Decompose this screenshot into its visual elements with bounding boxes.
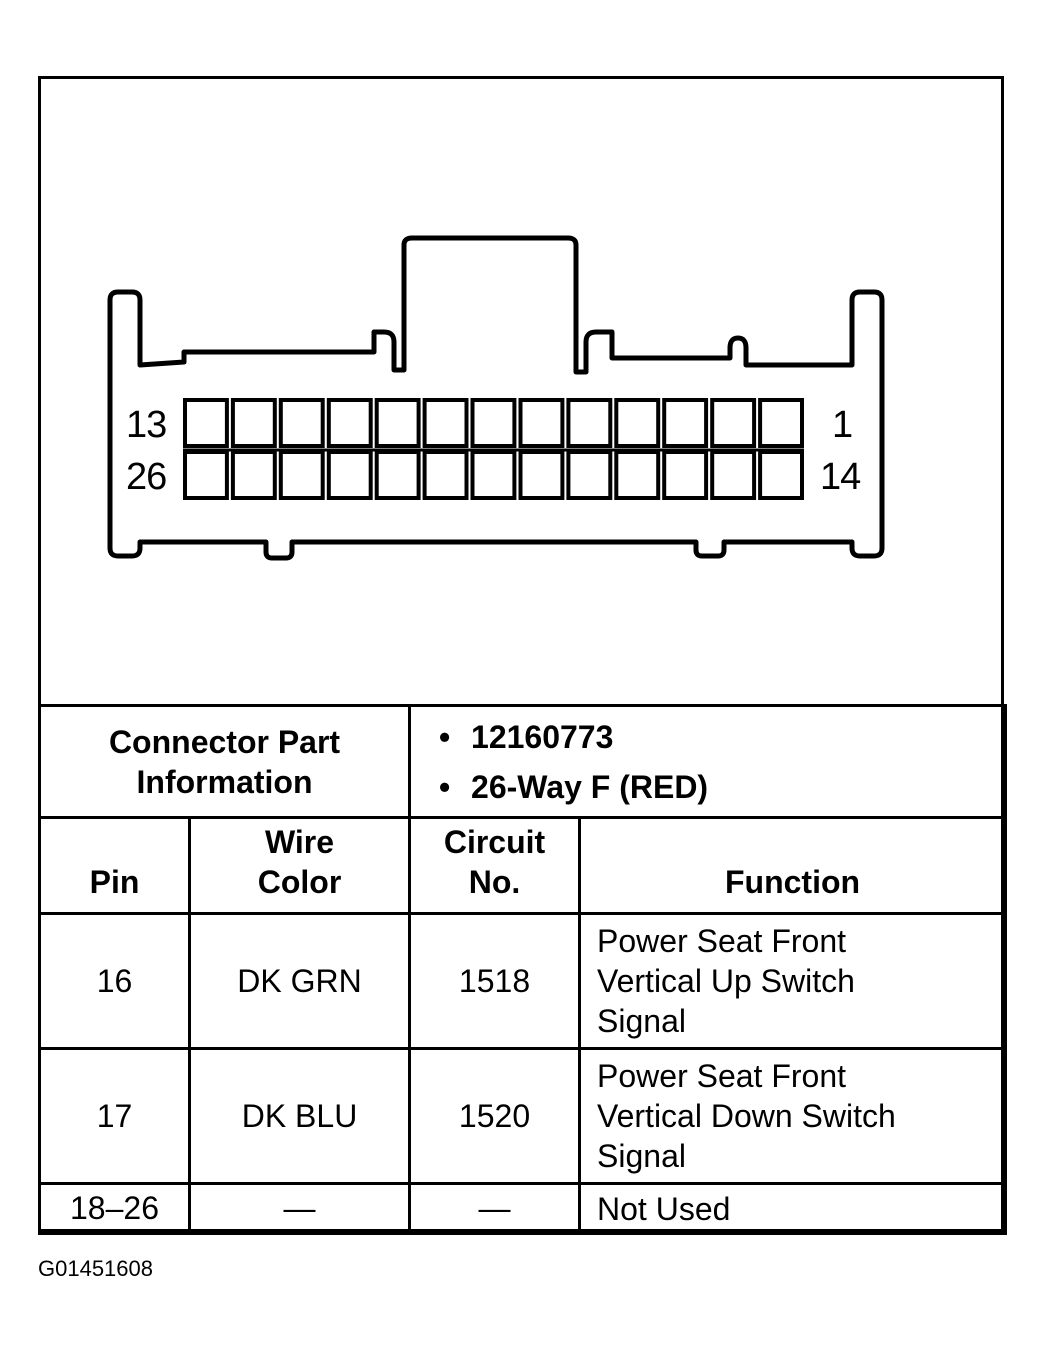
circuit-cell: 1518 [408,912,582,1050]
cavity-bottom-10 [614,450,661,500]
function-line: Power Seat Front [597,1058,847,1094]
wire-color-cell: DK BLU [187,1047,412,1185]
connector-housing-outline [107,235,885,561]
part-info-label: Connector Part Information [37,704,412,819]
part-number: • 12160773 [439,712,1004,762]
function-cell: Power Seat Front Vertical Up Switch Sign… [578,912,1008,1050]
pin-cell: 18–26 [38,1182,191,1235]
function-line: Vertical Down Switch [597,1098,896,1134]
figure-id: G01451608 [38,1256,153,1281]
pin-label-top-left: 13 [126,404,167,446]
circuit-cell: 1520 [408,1047,582,1185]
pin-cell: 16 [38,912,191,1050]
cavity-top-7 [470,398,517,448]
bullet-icon: • [439,718,451,755]
table-row: 17 DK BLU 1520 Power Seat Front Vertical… [38,1047,1008,1185]
wire-color-cell: — [187,1182,412,1235]
pin-label-bottom-right: 14 [820,456,861,498]
bullet-icon: • [439,768,451,805]
cavity-bottom-9 [566,450,613,500]
cavity-top-6 [422,398,469,448]
connector-type: • 26-Way F (RED) [439,762,1004,812]
cavity-bottom-2 [230,450,277,500]
function-line: Signal [597,1138,686,1174]
cavity-top-8 [518,398,565,448]
function-line: Vertical Up Switch [597,963,855,999]
cavity-bottom-8 [518,450,565,500]
pin-label-bottom-left: 26 [126,456,167,498]
cavity-bottom-7 [470,450,517,500]
cavity-top-1 [183,398,229,448]
cavity-top-4 [326,398,373,448]
cavity-bottom-3 [278,450,325,500]
cavity-bottom-4 [326,450,373,500]
cavity-bottom-12 [710,450,757,500]
cavity-bottom-13 [758,450,804,500]
cavity-top-13 [758,398,804,448]
cavity-bottom-6 [422,450,469,500]
cavity-bottom-1 [183,450,229,500]
cavity-bottom-11 [662,450,709,500]
header-pin-label: Pin [89,864,140,900]
function-cell: Not Used [578,1182,1008,1235]
cavity-bottom-5 [374,450,421,500]
function-cell: Power Seat Front Vertical Down Switch Si… [578,1047,1008,1185]
header-wire-line1: Wire [264,824,335,860]
table-row: 18–26 — — Not Used [38,1182,1008,1235]
part-number-value: 12160773 [471,718,614,755]
header-function: Function [578,816,1008,915]
pin-label-top-right: 1 [832,404,853,446]
function-line: Power Seat Front [597,923,847,959]
connector-type-value: 26-Way F (RED) [471,768,709,805]
header-wire-color: Wire Color [187,816,412,915]
connector-info-table: Connector Part Information • 12160773 • … [37,704,1008,1235]
part-info-label-line2: Information [136,763,313,800]
wire-color-cell: DK GRN [187,912,412,1050]
circuit-cell: — [408,1182,582,1235]
pin-cell: 17 [38,1047,191,1185]
cavity-top-5 [374,398,421,448]
part-info-values: • 12160773 • 26-Way F (RED) [408,704,1008,819]
cavity-top-9 [566,398,613,448]
header-wire-line2: Color [257,864,342,900]
function-line: Not Used [597,1190,731,1227]
function-line: Signal [597,1003,686,1039]
header-pin: Pin [38,816,191,915]
header-circuit-line2: No. [468,864,521,900]
header-circuit-no: Circuit No. [408,816,582,915]
cavity-top-2 [230,398,277,448]
part-info-label-line1: Connector Part [108,723,341,760]
connector-face-drawing [107,235,885,561]
cavity-top-3 [278,398,325,448]
header-function-label: Function [724,864,861,900]
cavity-top-11 [662,398,709,448]
table-row: 16 DK GRN 1518 Power Seat Front Vertical… [38,912,1008,1050]
cavity-top-10 [614,398,661,448]
header-circuit-line1: Circuit [443,824,546,860]
cavity-top-12 [710,398,757,448]
